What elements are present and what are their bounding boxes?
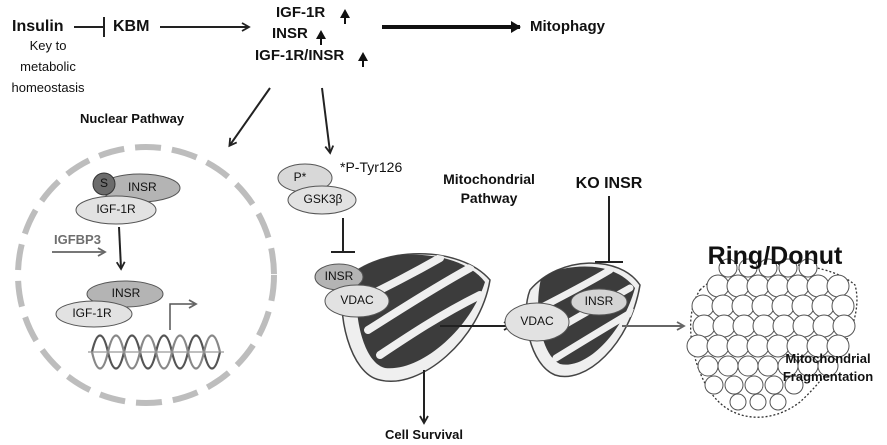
fragmentation-caption-2: Fragmentation [782, 369, 874, 384]
igf1r-top-ellipse [75, 195, 157, 225]
gsk3b-label: GSK3β [303, 192, 343, 206]
insulin-note-2: metabolic [20, 59, 76, 74]
insr-bottom-label: INSR [111, 286, 141, 300]
nuclear-pathway-title: Nuclear Pathway [80, 111, 185, 126]
arrow-to-gsk3b [321, 87, 335, 155]
fragment-circle [738, 258, 758, 278]
fragment-circle [726, 334, 750, 358]
gsk3b-ellipse [287, 185, 357, 215]
fragment-circle [744, 375, 764, 395]
fragment-circle [826, 334, 850, 358]
insulin-note-1: Key to [29, 38, 67, 53]
fragment-circle [711, 294, 735, 318]
fragment-circle [691, 294, 715, 318]
fragment-circle [712, 314, 736, 338]
fragment-circle [726, 274, 750, 298]
vdac-mito2-ellipse [504, 302, 570, 342]
insr-mito2-ellipse [570, 288, 628, 316]
fragment-circle [812, 314, 836, 338]
insr-mito1-label: INSR [324, 269, 354, 283]
fragmented-mitochondrion [686, 258, 858, 418]
vdac-mito1-label: VDAC [340, 293, 374, 307]
fragment-circle [771, 294, 795, 318]
fragment-circle [831, 294, 855, 318]
fragment-circle [692, 314, 716, 338]
insr-top-label: INSR [128, 180, 157, 194]
fragment-circle [784, 375, 804, 395]
inhibition-insulin-kbm [74, 17, 105, 37]
fragment-circle [731, 294, 755, 318]
arrow-to-nuclear [228, 87, 271, 148]
fragment-circle [817, 355, 839, 377]
dna-helix [88, 334, 224, 370]
receptor-igf1r: IGF-1R [276, 4, 326, 21]
fragment-circle [772, 314, 796, 338]
ring-donut-title: Ring/Donut [707, 242, 843, 270]
fragment-circle [798, 258, 818, 278]
vdac-mito2-label: VDAC [520, 314, 554, 328]
fragment-circle [778, 258, 798, 278]
fragment-circle [806, 274, 830, 298]
up-arrow-icon [316, 9, 368, 67]
fragment-circle [749, 393, 767, 411]
kbm-label: KBM [113, 18, 150, 35]
fragment-circle [769, 393, 787, 411]
fragment-circle [764, 375, 784, 395]
igf1r-bottom-ellipse [55, 300, 133, 328]
insulin-label: Insulin [12, 18, 64, 35]
fragment-circle [832, 314, 856, 338]
fragment-circle [751, 294, 775, 318]
mitochondrion-1 [341, 253, 491, 382]
fragment-circle [697, 355, 719, 377]
fragment-circle [717, 355, 739, 377]
igf1r-bottom-label: IGF-1R [72, 306, 112, 320]
igf1r-top-label: IGF-1R [96, 202, 136, 216]
nucleus-envelope [15, 144, 277, 406]
mitophagy-label: Mitophagy [530, 18, 605, 35]
arrow-nuclear-down [115, 226, 126, 271]
insulin-note-3: homeostasis [11, 80, 85, 95]
s-marker-circle [92, 172, 116, 196]
fragment-circle [706, 274, 730, 298]
fragment-circle [826, 274, 850, 298]
fragmentation-caption-1: Mitochondrial [785, 351, 871, 366]
p-tyr-note: *P-Tyr126 [340, 159, 403, 175]
inhibition-gsk3b-mito [331, 218, 355, 253]
fragment-circle [732, 314, 756, 338]
inhibition-ko-insr [595, 196, 623, 263]
fragment-circle [791, 294, 815, 318]
fragment-circle [729, 393, 747, 411]
s-marker-label: S [99, 176, 109, 190]
fragment-circle [786, 274, 810, 298]
insr-mito2-label: INSR [584, 294, 614, 308]
fragment-circle [811, 294, 835, 318]
fragment-circle [724, 375, 744, 395]
fragment-circle [737, 355, 759, 377]
fragment-circle [686, 334, 710, 358]
fragment-circle [746, 274, 770, 298]
fragment-circle [752, 314, 776, 338]
fragment-circle [792, 314, 816, 338]
receptor-insr: INSR [272, 25, 308, 42]
mito-pathway-title-1: Mitochondrial [443, 171, 535, 187]
receptor-igf1r-insr: IGF-1R/INSR [255, 47, 345, 64]
mito-pathway-title-2: Pathway [460, 190, 518, 206]
p-marker-label: P* [293, 170, 307, 184]
igfbp3-label: IGFBP3 [54, 232, 101, 247]
fragment-circle [758, 258, 778, 278]
ko-insr-title: KO INSR [575, 175, 643, 192]
fragment-circle [704, 375, 724, 395]
vdac-mito1-ellipse [324, 284, 390, 318]
fragment-circle [757, 355, 779, 377]
fragment-circle [766, 274, 790, 298]
fragment-circle [706, 334, 730, 358]
fragment-circle [718, 258, 738, 278]
cell-survival-label: Cell Survival [384, 427, 464, 442]
transcription-start-arrow [169, 299, 198, 330]
fragment-circle [746, 334, 770, 358]
